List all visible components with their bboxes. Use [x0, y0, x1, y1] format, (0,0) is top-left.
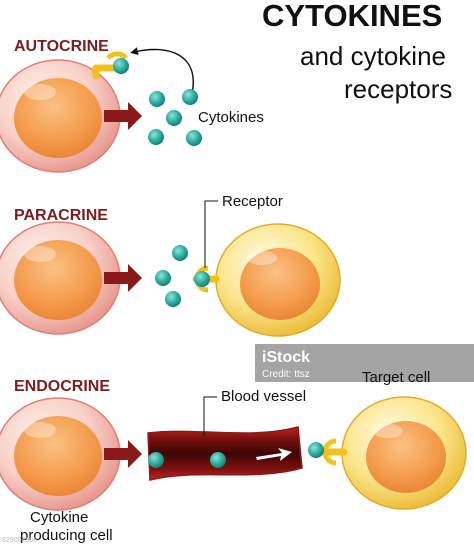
cytokine-cluster	[148, 89, 202, 146]
cytokine	[148, 452, 164, 468]
nucleus	[14, 78, 102, 158]
cytokine	[308, 442, 324, 458]
flow-direction-arrow-icon	[256, 448, 292, 461]
section-label-endocrine: ENDOCRINE	[14, 378, 110, 395]
watermark-brand: iStock	[262, 349, 310, 366]
nucleus	[240, 248, 320, 320]
cytokine	[194, 271, 210, 287]
nucleus	[14, 240, 102, 320]
nucleus	[14, 416, 102, 496]
cytokine	[165, 291, 181, 307]
cytokines-label: Cytokines	[198, 109, 264, 126]
producing-cell-label-line1: Cytokine	[30, 509, 88, 526]
paracrine-target-cell	[215, 223, 341, 337]
blood-vessel-label: Blood vessel	[221, 388, 306, 405]
cytokine	[182, 89, 198, 105]
cytokine	[149, 91, 165, 107]
watermark-logo	[255, 344, 474, 382]
endocrine-receptor	[320, 438, 348, 466]
cytokine	[186, 130, 202, 146]
nucleus	[366, 421, 446, 493]
receptor-leader-line	[204, 200, 218, 268]
target-cell-label: Target cell	[362, 369, 430, 386]
diagram-subtitle-line1: and cytokine	[300, 41, 446, 71]
producing-cell-label-line2: producing cell	[20, 527, 113, 544]
cytokine	[155, 270, 171, 286]
section-label-autocrine: AUTOCRINE	[14, 38, 109, 55]
cytokine-cluster	[155, 245, 188, 307]
watermark: iStock Credit: ttsz	[255, 344, 474, 382]
watermark-credit: Credit: ttsz	[262, 369, 310, 380]
blood-vessel	[147, 426, 303, 481]
endocrine-target-cell	[341, 396, 467, 510]
cytokine	[148, 129, 164, 145]
blood-vessel-leader-line	[203, 396, 217, 436]
section-label-paracrine: PARACRINE	[14, 207, 108, 224]
cytokine	[210, 452, 226, 468]
cytokine	[113, 58, 129, 74]
diagram-title: CYTOKINES	[262, 0, 442, 33]
cytokine	[172, 245, 188, 261]
receptor-label: Receptor	[222, 193, 283, 210]
paracrine-producing-cell	[0, 221, 121, 335]
flow-arrow-icon	[104, 264, 142, 292]
cytokine	[166, 110, 182, 126]
flow-arrow-icon	[104, 102, 142, 130]
watermark-id: 829002908	[2, 537, 37, 544]
endocrine-producing-cell	[0, 397, 121, 511]
flow-arrow-icon	[104, 440, 142, 468]
autocrine-producing-cell	[0, 59, 121, 173]
diagram-subtitle-line2: receptors	[344, 74, 452, 104]
curved-arrow-icon	[130, 47, 194, 95]
